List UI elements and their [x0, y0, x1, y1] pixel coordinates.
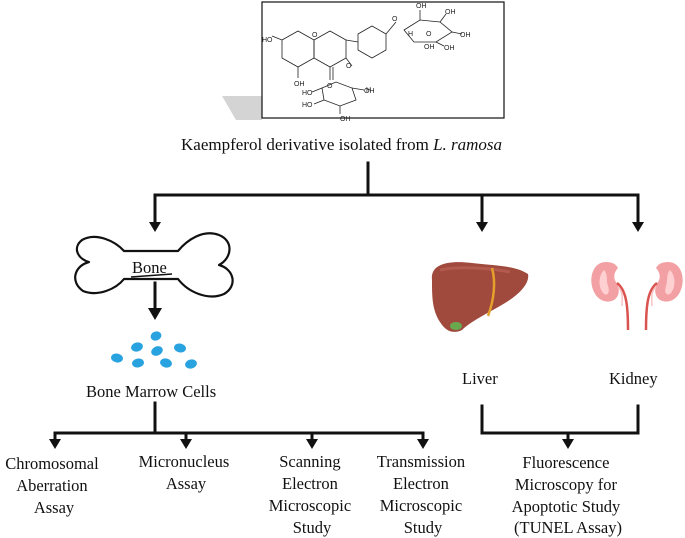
sem-label: Scanning Electron Microscopic Study — [269, 452, 356, 537]
structure-label: HO — [262, 37, 273, 44]
kidney-label: Kidney — [609, 369, 658, 388]
structure-label: HO — [302, 102, 313, 109]
micronucleus-label: Micronucleus Assay — [139, 452, 234, 493]
structure-label: O — [392, 16, 398, 23]
arrow-to-liver — [476, 222, 488, 232]
structure-figure: HO OH OH OH OH O O OH OH HO HO OH H OH O… — [222, 1, 505, 123]
chromosomal-aberration-label: Chromosomal Aberration Assay — [5, 454, 103, 517]
liver-icon — [431, 262, 529, 332]
arrow-to-chromosomal — [49, 439, 61, 449]
structure-label: H — [408, 31, 413, 38]
arrowheads — [49, 222, 644, 449]
figure-title: Kaempferol derivative isolated from L. r… — [181, 135, 502, 154]
title-species: L. ramosa — [432, 135, 502, 154]
connector-lines — [53, 161, 640, 442]
structure-label: OH — [424, 44, 435, 51]
structure-label: O — [312, 32, 318, 39]
structure-label: O — [426, 31, 432, 38]
arrow-to-micronucleus — [180, 439, 192, 449]
kidney-icon — [591, 262, 683, 331]
arrow-to-marrow — [148, 308, 162, 320]
arrow-to-tem — [417, 439, 429, 449]
arrow-to-fluorescence — [562, 439, 574, 449]
structure-label: OH — [294, 81, 305, 88]
fluorescence-label: Fluorescence Microscopy for Apoptotic St… — [512, 453, 625, 537]
structure-label: HO — [302, 90, 313, 97]
bone-icon — [74, 232, 234, 298]
bone-label: Bone — [132, 258, 167, 277]
structure-label: OH — [340, 116, 351, 123]
structure-label: OH — [445, 9, 456, 16]
structure-label: OH — [416, 3, 427, 10]
structure-label: OH — [444, 45, 455, 52]
arrow-to-kidney — [632, 222, 644, 232]
structure-label: OH — [460, 32, 471, 39]
structure-label: O — [346, 63, 352, 70]
arrow-to-bone — [149, 222, 161, 232]
structure-label: O — [327, 83, 333, 90]
arrow-to-sem — [306, 439, 318, 449]
tem-label: Transmission Electron Microscopic Study — [377, 452, 469, 537]
structure-label: OH — [364, 88, 375, 95]
bone-marrow-label: Bone Marrow Cells — [86, 382, 216, 401]
title-prefix: Kaempferol derivative isolated from — [181, 135, 433, 154]
structure-label: H — [366, 87, 371, 94]
liver-label: Liver — [462, 369, 498, 388]
bone-marrow-cells-icon — [111, 331, 197, 369]
